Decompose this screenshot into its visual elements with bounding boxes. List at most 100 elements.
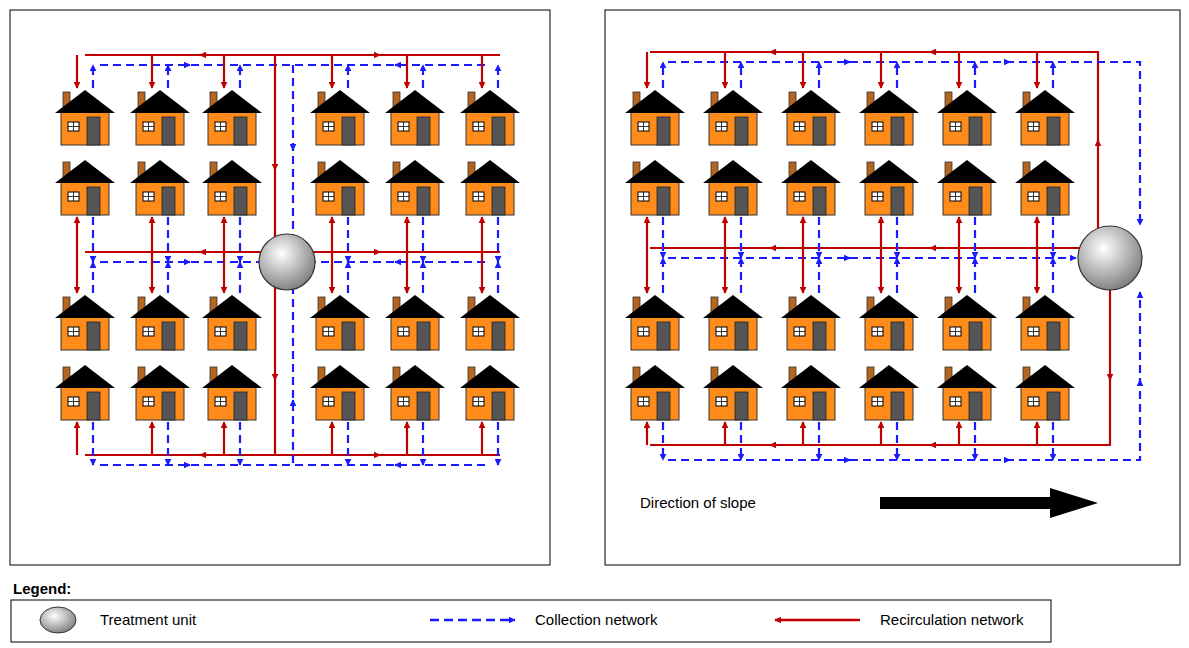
recirculation-line (770, 247, 776, 249)
recirculation-line (802, 217, 804, 248)
recirculation-line (374, 454, 380, 456)
slope-arrow (880, 497, 1055, 509)
house-icon (781, 295, 841, 350)
house-icon (385, 295, 445, 350)
recirculation-line (151, 55, 153, 88)
recirculation-line (724, 422, 726, 445)
collection-line (1052, 62, 1054, 88)
house-icon (55, 365, 115, 420)
recirculation-line (724, 217, 726, 248)
recirculation-line (223, 55, 225, 88)
recirculation-line (770, 444, 776, 446)
collection-line (92, 65, 94, 88)
collection-line (422, 65, 424, 88)
collection-line (497, 422, 499, 465)
recirculation-line (802, 52, 804, 88)
house-icon (385, 160, 445, 215)
house-icon (310, 90, 370, 145)
house-icon (202, 295, 262, 350)
collection-line (844, 61, 850, 63)
collection-line (347, 262, 349, 293)
recirculation-line (76, 55, 78, 88)
collection-line (818, 422, 820, 460)
legend-swatch (430, 619, 515, 622)
house-icon (310, 160, 370, 215)
recirculation-line (646, 52, 648, 88)
recirculation-line (958, 422, 960, 445)
recirculation-line (880, 248, 882, 293)
recirculation-line (76, 252, 78, 293)
collection-line (818, 62, 820, 88)
house-icon (130, 295, 190, 350)
collection-line (896, 258, 898, 293)
collection-line (740, 62, 742, 88)
house-icon (937, 160, 997, 215)
collection-line (167, 65, 169, 88)
collection-line (239, 65, 241, 88)
recirculation-line (802, 248, 804, 293)
house-icon (1015, 295, 1075, 350)
legend-frame (11, 600, 1051, 642)
house-icon (1015, 365, 1075, 420)
recirculation-line (958, 217, 960, 248)
collection-line (422, 262, 424, 293)
recirculation-line (880, 217, 882, 248)
house-icon (859, 295, 919, 350)
collection-line (668, 292, 1140, 460)
house-icon (703, 160, 763, 215)
recirculation-line (406, 217, 408, 252)
recirculation-line (274, 164, 276, 170)
collection-line (422, 422, 424, 465)
collection-line (347, 422, 349, 465)
house-icon (625, 90, 685, 145)
recirculation-line (724, 248, 726, 293)
collection-line (662, 217, 664, 258)
house-icon (625, 365, 685, 420)
house-icon (937, 295, 997, 350)
house-icon (625, 160, 685, 215)
collection-line (1004, 459, 1010, 461)
recirculation-line (200, 251, 206, 253)
slope-arrowhead (1050, 488, 1098, 518)
house-icon (703, 90, 763, 145)
collection-line (974, 258, 976, 293)
legend-title: Legend: (13, 580, 71, 598)
recirculation-line (1036, 52, 1038, 88)
recirculation-line (331, 55, 333, 88)
collection-line (100, 464, 485, 466)
legend-swatch (40, 607, 76, 633)
house-icon (781, 365, 841, 420)
recirculation-line (1097, 140, 1099, 146)
collection-line (668, 257, 1076, 259)
recirculation-line (406, 55, 408, 88)
collection-line (497, 65, 499, 88)
collection-line (818, 217, 820, 258)
house-icon (1015, 160, 1075, 215)
collection-line (239, 262, 241, 293)
collection-line (818, 258, 820, 293)
legend-text: Treatment unit (100, 611, 196, 629)
collection-line (92, 217, 94, 262)
collection-line (974, 217, 976, 258)
collection-line (497, 217, 499, 262)
house-icon (130, 365, 190, 420)
collection-line (422, 217, 424, 262)
collection-line (92, 422, 94, 465)
house-icon (1015, 90, 1075, 145)
recirculation-line (650, 247, 1080, 249)
recirculation-line (481, 422, 483, 455)
collection-line (974, 422, 976, 460)
house-icon (55, 295, 115, 350)
collection-line (896, 422, 898, 460)
house-icon (130, 160, 190, 215)
collection-line (974, 62, 976, 88)
recirculation-line (481, 217, 483, 252)
recirculation-line (481, 55, 483, 88)
recirculation-line (331, 217, 333, 252)
slope-label: Direction of slope (640, 494, 756, 512)
recirculation-line (930, 51, 936, 53)
house-icon (625, 295, 685, 350)
collection-line (167, 422, 169, 465)
